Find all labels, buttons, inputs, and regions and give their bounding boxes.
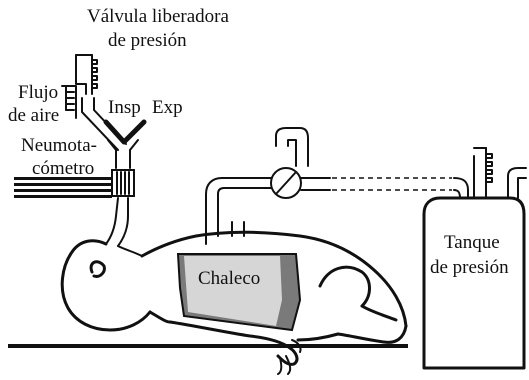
dashed-connection	[300, 177, 469, 199]
tank-label-line2: de presión	[430, 257, 509, 278]
vest-tubing	[205, 127, 309, 245]
pneumotachometer-label-line1: Neumota-	[21, 135, 97, 156]
infant-figure	[60, 230, 408, 375]
valve-label-line2: de presión	[108, 30, 187, 51]
flow-label-line2: de aire	[8, 105, 59, 126]
exp-label: Exp	[152, 97, 183, 118]
pneumotachometer	[14, 169, 135, 247]
valve-label-line1: Válvula liberadora	[87, 6, 229, 27]
control-valve-icon	[270, 167, 302, 199]
pressure-release-valve	[75, 54, 98, 95]
flow-label-line1: Flujo	[18, 82, 58, 103]
vest-label: Chaleco	[198, 268, 260, 289]
pressure-tank: Tanque de presión	[422, 147, 527, 370]
tank-label-line1: Tanque	[444, 232, 500, 253]
insp-label: Insp	[108, 97, 141, 118]
pneumotachometer-label-line2: cómetro	[32, 158, 94, 179]
bed-surface	[8, 344, 408, 348]
vest: Chaleco	[176, 253, 302, 332]
y-connector	[103, 119, 147, 169]
air-flow-inlet	[61, 85, 77, 119]
